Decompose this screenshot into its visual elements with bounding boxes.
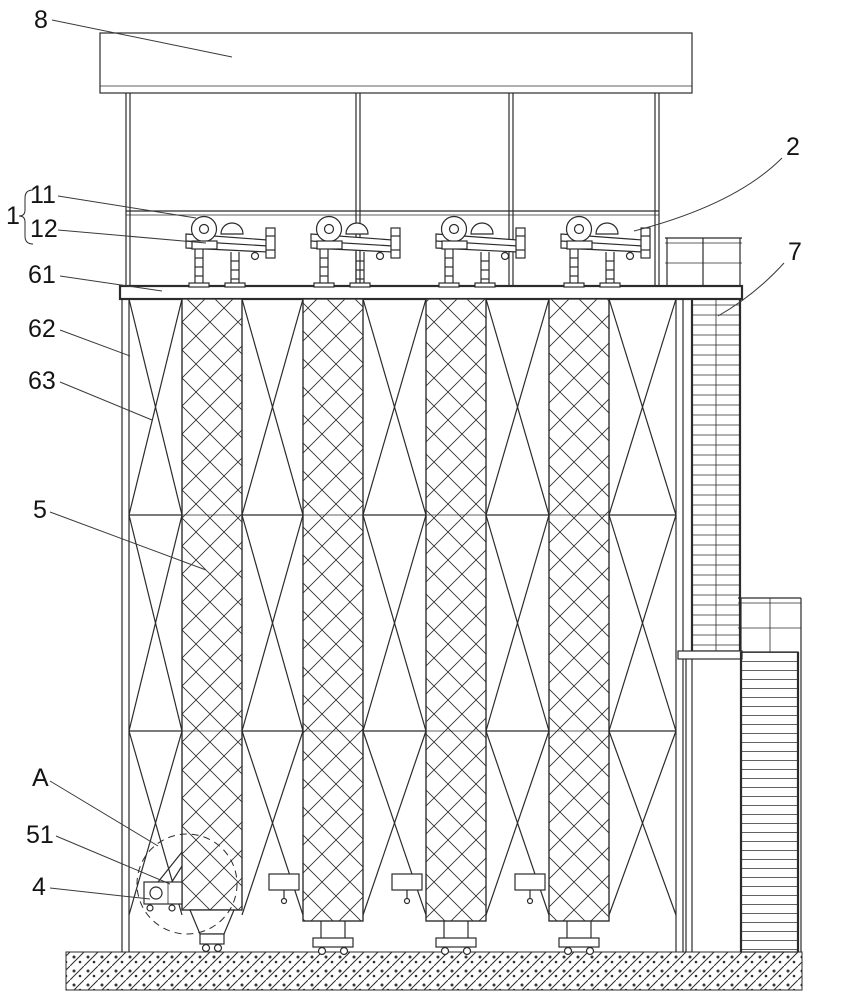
label-text: A bbox=[32, 764, 49, 792]
lattice-column-4 bbox=[548, 298, 610, 922]
leader-line bbox=[59, 275, 163, 292]
ladder-landing bbox=[677, 650, 743, 660]
hoist-machines bbox=[185, 215, 651, 288]
label-text: 1 bbox=[6, 202, 20, 230]
leader-line bbox=[49, 511, 207, 571]
column-foot-2 bbox=[312, 921, 354, 956]
label-text: 11 bbox=[30, 181, 56, 209]
column-foot-3 bbox=[435, 921, 477, 956]
side-discharge-machine bbox=[143, 851, 183, 912]
ladder-top-railing bbox=[665, 237, 742, 286]
ground-foundation bbox=[65, 951, 803, 991]
label-2: 2 bbox=[633, 133, 800, 232]
side-bracket-3 bbox=[391, 873, 423, 905]
platform-deck bbox=[118, 284, 744, 301]
discharge-hopper-1 bbox=[189, 909, 235, 953]
label-1-group: 1 bbox=[6, 189, 34, 245]
cross-braces bbox=[128, 298, 677, 916]
label-62: 62 bbox=[28, 315, 131, 357]
side-bracket-2 bbox=[268, 873, 300, 905]
leader-line bbox=[49, 887, 151, 900]
machine-1 bbox=[185, 215, 276, 288]
label-8: 8 bbox=[34, 6, 233, 58]
leader-line bbox=[57, 195, 197, 219]
label-7: 7 bbox=[717, 238, 802, 317]
access-ladder bbox=[677, 298, 743, 952]
lattice-column-1 bbox=[181, 298, 243, 911]
lattice-column-3 bbox=[425, 298, 487, 922]
label-text: 5 bbox=[33, 496, 47, 524]
label-text: 4 bbox=[32, 873, 46, 901]
label-a: A bbox=[32, 764, 159, 847]
lattice-column-2 bbox=[302, 298, 364, 922]
leader-line bbox=[59, 381, 153, 421]
leader-line bbox=[57, 229, 207, 244]
label-4: 4 bbox=[32, 873, 151, 901]
brace bbox=[18, 189, 34, 245]
label-text: 61 bbox=[28, 261, 56, 289]
label-text: 63 bbox=[28, 367, 56, 395]
label-61: 61 bbox=[28, 261, 163, 292]
label-12: 12 bbox=[30, 215, 207, 244]
bottom-mechanisms bbox=[143, 851, 600, 956]
leader-line bbox=[633, 157, 783, 232]
label-51: 51 bbox=[26, 821, 171, 885]
label-5: 5 bbox=[33, 496, 207, 571]
column-foot-4 bbox=[558, 921, 600, 956]
leader-line bbox=[49, 780, 159, 847]
leader-line bbox=[59, 329, 131, 357]
label-11: 11 bbox=[30, 181, 197, 219]
label-text: 51 bbox=[26, 821, 54, 849]
leader-line bbox=[717, 262, 785, 317]
canopy-slab bbox=[99, 32, 693, 94]
machine-3 bbox=[435, 215, 526, 288]
stair-tower bbox=[738, 597, 802, 953]
lattice-columns bbox=[181, 298, 610, 922]
leader-line bbox=[51, 19, 233, 58]
top-canopy bbox=[99, 32, 693, 94]
tower-outer-frame bbox=[121, 299, 684, 952]
side-bracket-4 bbox=[514, 873, 546, 905]
label-text: 62 bbox=[28, 315, 56, 343]
label-text: 12 bbox=[30, 215, 58, 243]
machine-4 bbox=[560, 215, 651, 288]
leader-line bbox=[55, 835, 171, 885]
labels: 8 2 1 11 12 61 62 63 bbox=[6, 6, 802, 901]
label-text: 8 bbox=[34, 6, 48, 34]
top-frame bbox=[125, 93, 660, 286]
detail-circle-a bbox=[136, 833, 238, 935]
label-text: 7 bbox=[788, 238, 802, 266]
label-63: 63 bbox=[28, 367, 153, 421]
label-text: 2 bbox=[786, 133, 800, 161]
